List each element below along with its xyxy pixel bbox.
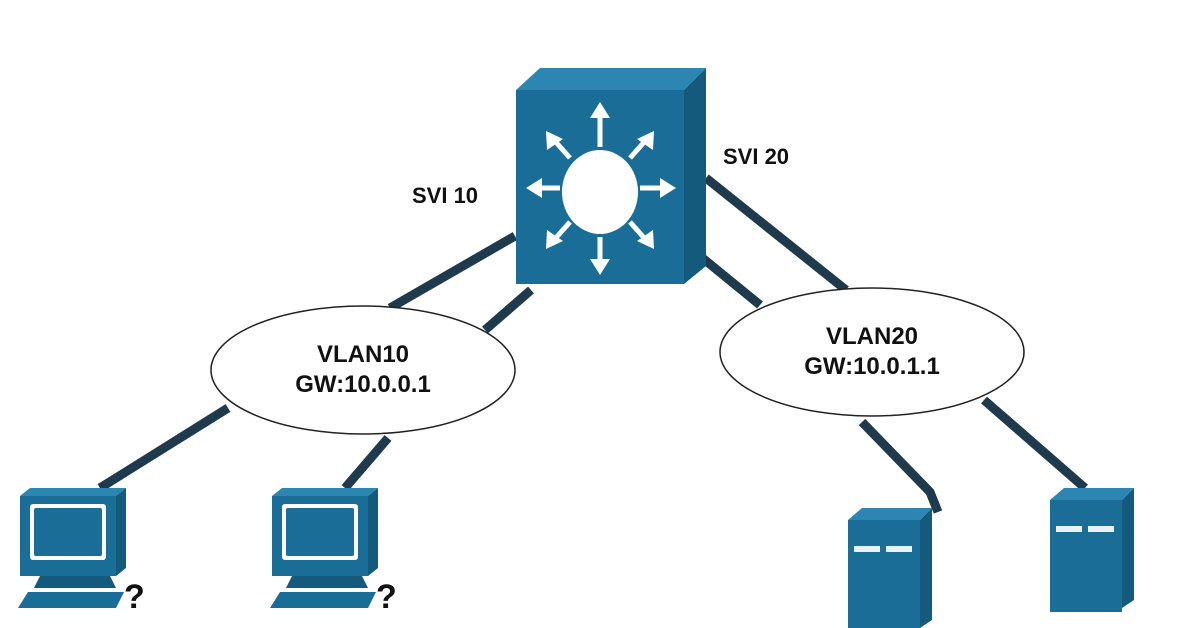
link-switch-vlan20-b	[697, 252, 763, 309]
pc-icon: ?	[270, 488, 397, 616]
vlan20-cloud: VLAN20 GW:10.0.1.1	[719, 287, 1025, 417]
pc-question-badge: ?	[376, 578, 397, 616]
svi20-label: SVI 20	[723, 144, 789, 169]
link-vlan20-server2	[981, 396, 1088, 492]
links	[97, 174, 1088, 514]
link-switch-vlan10-b	[482, 286, 534, 334]
vlan20-name: VLAN20	[826, 323, 918, 350]
server-icon	[1050, 488, 1134, 612]
link-switch-vlan20-a	[703, 174, 849, 294]
switch-center-oval	[562, 150, 638, 234]
link-vlan20-server1	[858, 418, 943, 514]
svi10-label: SVI 10	[412, 183, 478, 208]
switch-top-face	[516, 68, 706, 90]
link-switch-vlan10-a	[387, 232, 518, 312]
pc-keyboard	[270, 592, 376, 608]
pc-question-badge: ?	[124, 578, 145, 616]
vlan10-gateway: GW:10.0.0.1	[295, 371, 431, 398]
link-vlan10-pc1	[97, 404, 231, 492]
vlan10-name: VLAN10	[317, 341, 409, 368]
switch-side-face	[684, 68, 706, 284]
server-icon	[848, 508, 932, 628]
layer3-switch-icon	[516, 68, 706, 284]
vlan20-ellipse	[719, 287, 1025, 417]
vlan10-ellipse	[210, 305, 516, 435]
pc-icon: ?	[18, 488, 145, 616]
switch-arrows	[526, 102, 676, 275]
pc-keyboard	[18, 592, 124, 608]
link-vlan10-pc2	[341, 435, 392, 491]
vlan20-gateway: GW:10.0.1.1	[804, 353, 940, 380]
vlan10-cloud: VLAN10 GW:10.0.0.1	[210, 305, 516, 435]
